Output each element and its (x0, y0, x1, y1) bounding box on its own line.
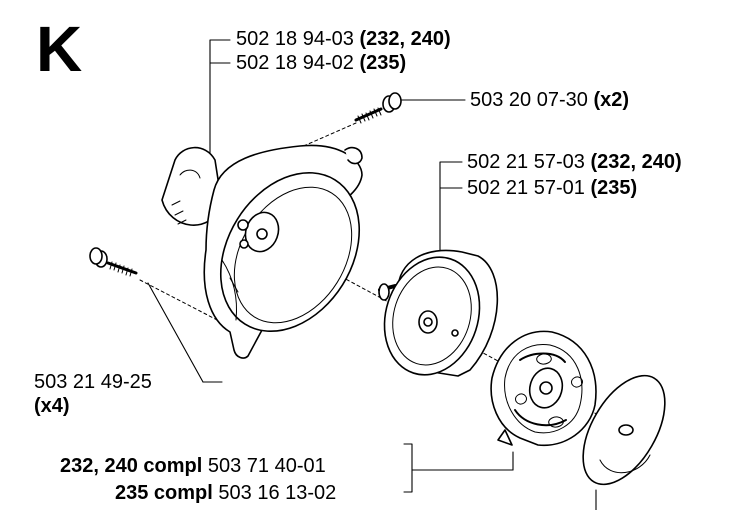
clutch-assembly (490, 330, 597, 447)
part-number: 503 71 40-01 (207, 455, 326, 477)
quantity: (x4) (34, 395, 70, 417)
left-screw (89, 247, 138, 277)
washer (582, 374, 666, 486)
model-numbers: (235) (590, 177, 638, 199)
clutch-drum (378, 249, 499, 377)
drum-label-line2: 502 21 57-01 (235) (467, 177, 637, 199)
model-numbers: (232, 240) (359, 28, 451, 50)
housing-label-line1: 502 18 94-03 (232, 240) (236, 28, 451, 50)
part-number: 503 16 13-02 (218, 482, 337, 504)
model-numbers: (235) (359, 52, 407, 74)
part-number: 502 18 94-02 (236, 52, 354, 74)
part-number: 502 21 57-01 (467, 177, 585, 199)
left-screw-qty: (x4) (34, 395, 70, 417)
model-numbers: 235 compl (115, 482, 213, 504)
housing-label-line2: 502 18 94-02 (235) (236, 52, 406, 74)
clutch-housing (161, 144, 363, 359)
part-number: 502 18 94-03 (236, 28, 354, 50)
part-number: 503 21 49-25 (34, 371, 152, 393)
left-screw-label: 503 21 49-25 (34, 371, 152, 393)
part-number: 502 21 57-03 (467, 151, 585, 173)
top-screw-label: 503 20 07-30 (x2) (470, 89, 629, 111)
quantity: (x2) (593, 89, 630, 111)
clutch-label-line1: 232, 240 compl 503 71 40-01 (60, 455, 326, 477)
leader-lines (147, 39, 597, 510)
section-letter: K (36, 13, 83, 85)
model-numbers: 232, 240 compl (60, 455, 203, 477)
clutch-label-line2: 235 compl 503 16 13-02 (115, 482, 336, 504)
model-numbers: (232, 240) (590, 151, 682, 173)
top-screw (354, 92, 402, 124)
drum-label-line1: 502 21 57-03 (232, 240) (467, 151, 682, 173)
part-number: 503 20 07-30 (470, 89, 588, 111)
